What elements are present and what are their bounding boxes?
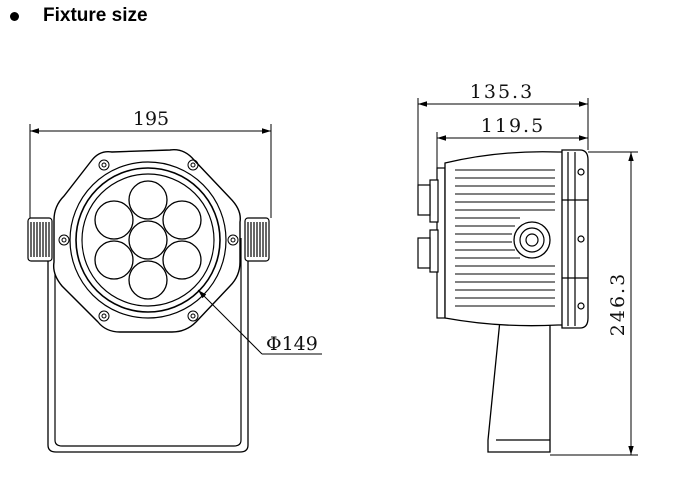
dim-side-depth-total-label: 135.3 <box>470 81 534 103</box>
right-knob <box>244 217 270 262</box>
left-knob <box>27 217 53 262</box>
dim-side-depth-body-label: 119.5 <box>481 115 545 137</box>
led-lenses <box>94 180 202 300</box>
side-view <box>417 149 589 453</box>
heat-sink-fins <box>455 169 555 307</box>
bullet-icon <box>10 11 19 21</box>
dim-lens-diameter <box>197 289 322 355</box>
front-bracket <box>47 238 249 453</box>
dim-lens-diameter-label: Φ149 <box>266 333 318 355</box>
dim-side-height <box>550 151 638 456</box>
dim-front-width-label: 195 <box>133 108 169 130</box>
front-screws <box>58 159 239 322</box>
heading-title: Fixture size <box>43 5 148 26</box>
side-knob <box>513 221 551 259</box>
dim-side-depth-body <box>436 132 588 168</box>
front-view <box>27 149 270 453</box>
section-heading: Fixture size <box>10 4 148 28</box>
dim-side-depth-total <box>417 98 589 185</box>
dim-side-height-label: 246.3 <box>607 272 629 336</box>
dim-front-width <box>29 124 272 218</box>
